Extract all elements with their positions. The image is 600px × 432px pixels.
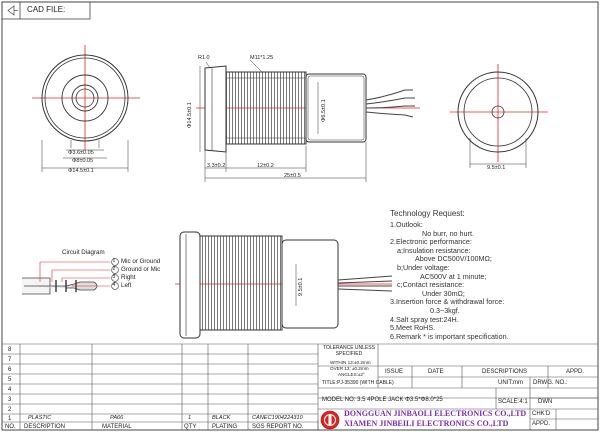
pin-3-number: 3 — [112, 274, 116, 280]
bom-table — [2, 343, 598, 430]
bom-header-material: MATERIAL — [102, 424, 132, 430]
circuit-diagram — [22, 258, 119, 295]
bom-qty: 1 — [188, 415, 192, 421]
bom-plating: BLACK — [212, 415, 231, 421]
company-name-1: DONGGUAN JINBAOLI ELECTRONICS CO.,LTD — [344, 409, 527, 418]
tech-title: Technology Request: — [390, 209, 465, 218]
bom-row-number: 8 — [8, 347, 12, 353]
rev-date-header: DATE — [428, 369, 444, 375]
scale-label: SCALE:4:1 — [498, 399, 528, 405]
bom-header-plating: PLATING — [212, 424, 238, 430]
side-dim-thread-len: 12±0.2 — [257, 163, 274, 169]
tolerance-over: OVER 13: ±0.2mm — [330, 366, 369, 371]
side-dim-flange-len: 3.3±0.2 — [207, 163, 226, 169]
bom-row-number: 7 — [8, 357, 12, 363]
rear-dim-width: 9.5±0.1 — [487, 165, 506, 171]
rev-descriptions-header: DESCRIPTIONS — [482, 369, 528, 375]
unit-label: UNIT:mm — [498, 380, 523, 386]
tech-line: AC500V at 1 minute; — [420, 271, 487, 281]
company-logo — [320, 410, 340, 430]
lower-dim-dia: 9.5±0.1 — [298, 277, 304, 296]
tech-line: b;Under voltage: — [397, 263, 450, 272]
radius-callout: R1.0 — [198, 55, 210, 61]
tech-line: 1.Outlook: — [390, 220, 423, 229]
front-dim-inner: Φ3.6±0.05 — [68, 150, 94, 156]
tech-line: a;Insulation resistance: — [397, 245, 471, 255]
tech-line: No burr, no hurt. — [422, 228, 474, 238]
front-dim-outer: Φ14.5±0.1 — [68, 168, 94, 174]
pin-1-number: 1 — [112, 258, 116, 264]
drawing-title: TITLE:PJ-35390 (WITH CABLE) — [322, 380, 394, 386]
pin-4-label: Left — [121, 281, 132, 289]
dwn-label: DWN — [538, 399, 553, 405]
side-view — [196, 59, 420, 182]
bom-header-description: DESCRIPTION — [24, 424, 66, 430]
rear-view — [450, 64, 548, 168]
circuit-title: Circuit Diagram — [62, 249, 105, 256]
rev-appd-header: APPD. — [566, 369, 585, 375]
tech-line: 4.Salt spray test:24H. — [390, 314, 459, 324]
side-dim-total-len: 25±0.5 — [284, 173, 301, 179]
pin-3-label: Right — [121, 273, 136, 281]
rev-issue-header: ISSUE — [385, 369, 404, 375]
bom-description: PLASTIC — [28, 415, 52, 421]
company-name-2: XIAMEN JINBEILI ELECTRONICS CO.,LTD — [344, 419, 509, 428]
front-view — [32, 45, 140, 172]
side-dim-cap-dia: Φ6.5±0.1 — [321, 99, 327, 122]
pin-1-label: Mic or Ground — [121, 257, 161, 265]
tech-line: Above DC500V/100MΩ; — [415, 254, 492, 264]
bom-header-qty: QTY — [184, 424, 197, 430]
bom-row-number: 5 — [8, 377, 12, 383]
tech-line: c;Contact resistance: — [397, 280, 465, 290]
chkd-label: CHK'D — [532, 411, 551, 417]
tech-line: 0.3~3kgf. — [430, 306, 460, 315]
bom-row-number: 1 — [8, 416, 12, 422]
model-number: MODEL NO: 3.5 4POLE JACK Φ3.5*Φ8.0*25 — [322, 397, 443, 403]
tech-line: 3.Insertion force & withdrawal force: — [390, 297, 505, 307]
thread-callout: M11*1.25 — [250, 55, 274, 61]
side-dim-flange-dia: Φ14.5±0.1 — [187, 102, 193, 128]
drwg-no-label: DRWG. NO.: — [533, 380, 568, 386]
tech-line: 6.Remark * is important specification. — [390, 331, 509, 341]
bom-row-number: 2 — [8, 407, 12, 413]
pin-4-number: 4 — [112, 282, 116, 288]
cad-file-header — [1, 1, 91, 20]
front-dim-mid: Φ8±0.05 — [72, 158, 94, 164]
tolerance-within: WITHIN 13:±0.2mm — [330, 360, 371, 365]
lower-view — [175, 231, 393, 339]
bom-sgs: CANEC1904224310 — [252, 415, 303, 421]
bom-row-number: 3 — [8, 397, 12, 403]
tech-line: Under 30mΩ; — [422, 288, 465, 298]
tech-line: 2.Electronic performance: — [390, 237, 472, 247]
bom-row-number: 4 — [8, 387, 12, 393]
pin-2-label: Ground or Mic — [121, 265, 161, 273]
bom-header-no: NO. — [5, 424, 16, 430]
tech-line: 5.Meet RoHS. — [390, 323, 436, 333]
tolerance-angles: ANGLES:±2° — [338, 372, 365, 377]
tolerance-label: TOLERANCE UNLESS SPECIFIED — [323, 345, 375, 357]
cad-file-label: CAD FILE: — [27, 5, 66, 14]
bom-row-number: 6 — [8, 367, 12, 373]
pin-2-number: 2 — [112, 266, 116, 272]
bom-material: PA66 — [110, 415, 124, 421]
title-block — [317, 344, 598, 430]
bom-header-sgs: SGS REPORT NO. — [252, 424, 304, 430]
appd-label: APPD. — [532, 421, 551, 427]
